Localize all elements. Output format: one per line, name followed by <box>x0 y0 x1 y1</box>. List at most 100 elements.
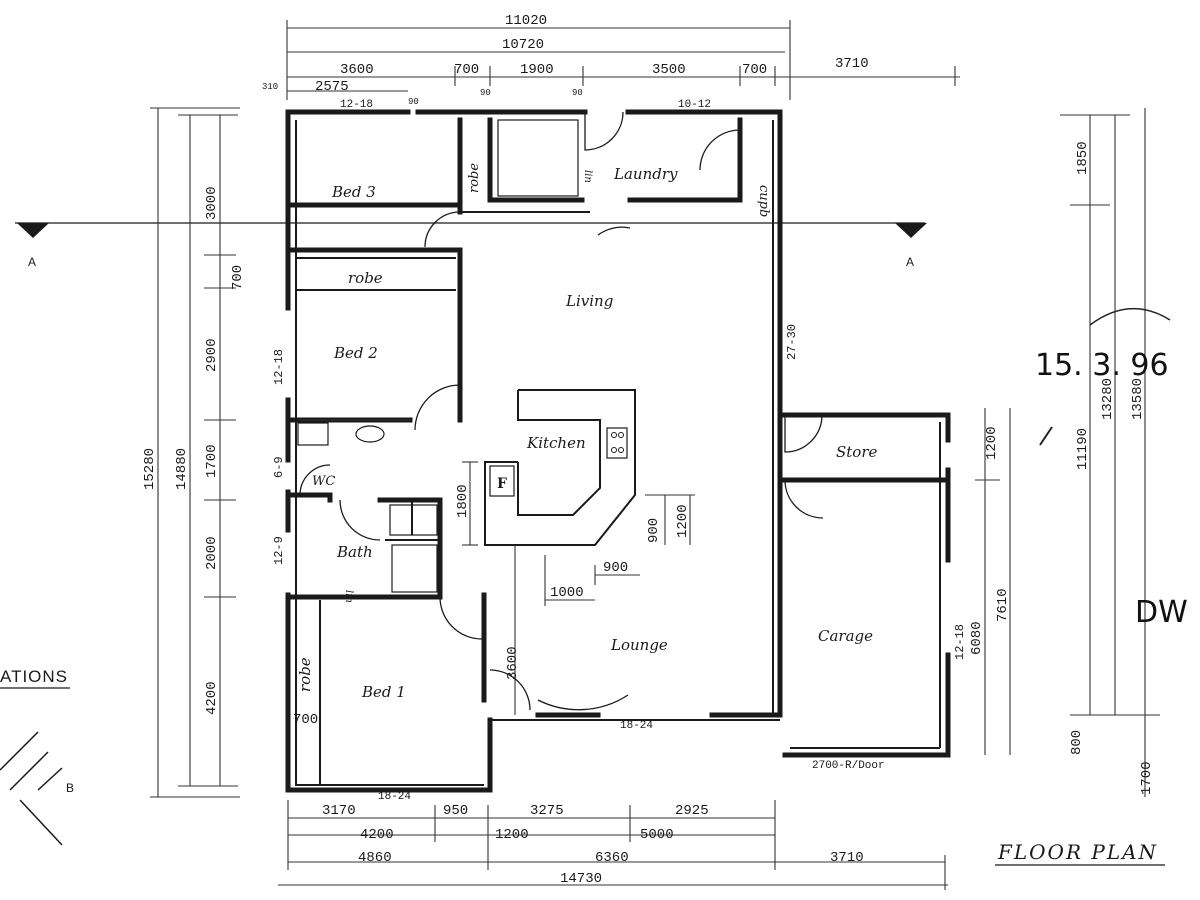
wc-pan-icon <box>297 422 329 446</box>
room-robe-bed2: robe <box>348 269 383 287</box>
door-note-roller: 2700-R/Door <box>812 760 885 772</box>
dim-bottom-6360: 6360 <box>595 850 629 866</box>
room-living: Living <box>565 292 613 310</box>
dim-kitchen-1800: 1800 <box>455 484 471 518</box>
dim-left-700: 700 <box>230 265 246 290</box>
elevation-key-icon <box>0 731 63 846</box>
cooktop-icon <box>606 427 628 459</box>
section-label-left: A <box>28 255 36 269</box>
room-lin-bath: lin <box>343 590 354 603</box>
opening-right-27-30: 27-30 <box>785 324 799 360</box>
basin-icon <box>355 425 385 443</box>
section-label-right: A <box>906 255 914 269</box>
dim-bottom-1200: 1200 <box>495 827 529 843</box>
dim-right-11190: 11190 <box>1075 428 1091 470</box>
opening-top-10-12: 10-12 <box>678 99 711 111</box>
top-dimensions: 11020 10720 3600 700 1900 3500 700 3710 … <box>262 13 960 111</box>
room-lounge: Lounge <box>610 636 668 654</box>
dim-kitchen-900a: 900 <box>646 518 662 543</box>
dim-bottom-4200: 4200 <box>360 827 394 843</box>
dim-left-2900: 2900 <box>204 338 220 372</box>
dim-top-90b: 90 <box>572 88 583 98</box>
dim-right-800: 800 <box>1069 730 1085 755</box>
dim-bottom-2925: 2925 <box>675 803 709 819</box>
dim-robe-700: 700 <box>293 712 318 728</box>
dim-top-overall-1: 11020 <box>505 13 547 29</box>
dim-right-1700: 1700 <box>1139 761 1155 795</box>
dim-top-3600: 3600 <box>340 62 374 78</box>
opening-bottom-18-24: 18-24 <box>378 791 411 803</box>
dim-top-2575: 2575 <box>315 79 349 95</box>
dim-bottom-3710: 3710 <box>830 850 864 866</box>
dim-left-15280: 15280 <box>142 448 158 490</box>
dim-top-3710: 3710 <box>835 56 869 72</box>
dim-top-90c: 90 <box>408 97 419 107</box>
dim-left-2000: 2000 <box>204 536 220 570</box>
room-garage: Carage <box>818 627 873 645</box>
room-kitchen: Kitchen <box>526 434 586 452</box>
dim-bottom-4860: 4860 <box>358 850 392 866</box>
fridge-label: F <box>497 476 507 492</box>
dim-top-310: 310 <box>262 82 278 92</box>
vanity-icon <box>389 504 438 536</box>
dim-right-1200: 1200 <box>984 426 1000 460</box>
kitchen-bench: F 1800 900 1200 900 1000 3600 <box>455 389 695 715</box>
opening-garage-12-18: 12-18 <box>953 624 967 660</box>
annotations: 15. 3. 96 DW ATIONS B FLOOR PLAN <box>0 308 1188 866</box>
laundry-tub-icon <box>497 119 579 197</box>
dim-right-7610: 7610 <box>995 588 1011 622</box>
opening-left-12-9: 12-9 <box>272 536 286 565</box>
dim-top-700b: 700 <box>742 62 767 78</box>
fridge-space-icon <box>489 465 515 497</box>
dim-top-3500: 3500 <box>652 62 686 78</box>
dim-bottom-950: 950 <box>443 803 468 819</box>
opening-lounge-18-24: 18-24 <box>620 720 653 732</box>
left-dimensions: 15280 14880 3000 700 2900 1700 2000 4200… <box>142 107 286 798</box>
fixtures <box>297 119 579 593</box>
legend-heading-partial: ATIONS <box>0 667 68 686</box>
room-bath: Bath <box>336 543 373 561</box>
room-store: Store <box>836 443 878 461</box>
handwritten-date: 15. 3. 96 <box>1035 348 1169 383</box>
opening-left-6-9: 6-9 <box>272 456 286 478</box>
dim-right-13580: 13580 <box>1130 378 1146 420</box>
dim-left-1700: 1700 <box>204 444 220 478</box>
opening-left-12-18: 12-18 <box>272 349 286 385</box>
room-robe-bed3: robe <box>467 163 482 193</box>
section-marker-right-icon <box>895 223 927 238</box>
garage-walls <box>782 412 951 758</box>
dim-kitchen-1200: 1200 <box>675 504 691 538</box>
handwritten-dw: DW <box>1135 595 1188 630</box>
dim-hall-3600: 3600 <box>505 646 521 680</box>
dim-right-13280: 13280 <box>1100 378 1116 420</box>
room-labels: Bed 3 Laundry robe robe cupb lin Living … <box>293 163 885 772</box>
dim-bottom-3275: 3275 <box>530 803 564 819</box>
dim-kitchen-900b: 900 <box>603 560 628 576</box>
section-line-a: A A <box>15 222 927 269</box>
dim-right-6080: 6080 <box>969 621 985 655</box>
room-bed-2: Bed 2 <box>333 344 378 362</box>
section-marker-left-icon <box>17 223 49 238</box>
drawing-title: FLOOR PLAN <box>997 840 1158 864</box>
shower-icon <box>391 544 438 593</box>
legend-letter-b: B <box>66 781 74 795</box>
room-robe-bed1: robe <box>296 657 314 692</box>
room-cupb: cupb <box>756 185 771 217</box>
room-laundry: Laundry <box>613 165 678 183</box>
dim-bottom-5000: 5000 <box>640 827 674 843</box>
room-bed-3: Bed 3 <box>331 183 376 201</box>
room-lin-top: lin <box>582 170 593 183</box>
room-wc: WC <box>312 474 335 489</box>
dim-top-1900: 1900 <box>520 62 554 78</box>
doors <box>299 111 824 711</box>
dim-left-4200: 4200 <box>204 681 220 715</box>
dim-right-1850: 1850 <box>1075 141 1091 175</box>
opening-top-12-18: 12-18 <box>340 99 373 111</box>
dim-top-700a: 700 <box>454 62 479 78</box>
dim-left-14880: 14880 <box>174 448 190 490</box>
dim-bottom-overall: 14730 <box>560 871 602 887</box>
right-dimensions: 1850 11190 13280 13580 800 1700 1200 608… <box>785 108 1160 797</box>
dim-kitchen-1000: 1000 <box>550 585 584 601</box>
dim-bottom-3170: 3170 <box>322 803 356 819</box>
